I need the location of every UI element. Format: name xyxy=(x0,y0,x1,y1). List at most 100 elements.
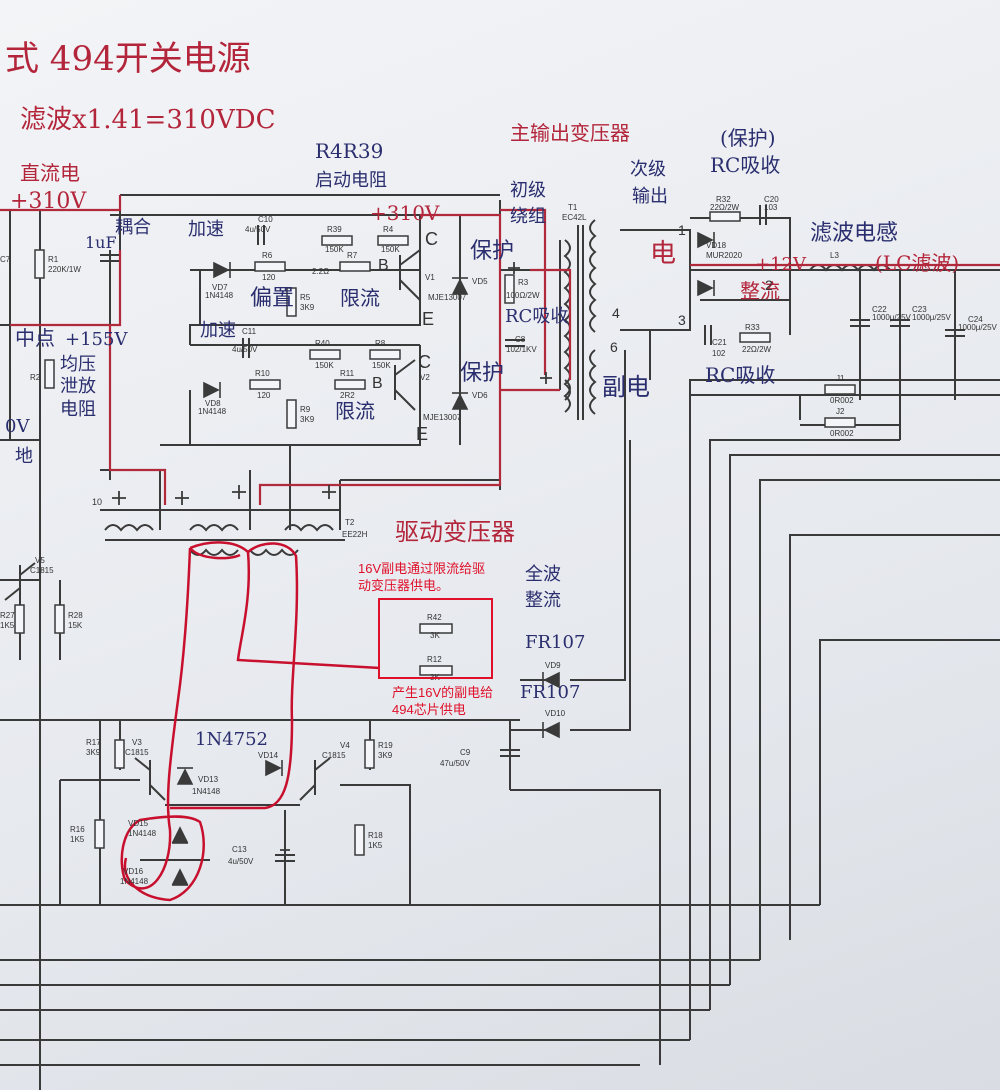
label-c13: C13 xyxy=(232,845,247,854)
lc-filter-label: (LC滤波) xyxy=(875,251,959,275)
v2-collector: C xyxy=(418,352,431,372)
label-t1: T1 xyxy=(568,203,578,212)
label-v5: V5 xyxy=(35,556,45,565)
label-r11v: 2R2 xyxy=(340,391,355,400)
aux-power-label: 副电 xyxy=(602,373,650,401)
highlight-box xyxy=(378,598,493,679)
label-v3: V3 xyxy=(132,738,142,747)
secondary-label: 次级 xyxy=(630,159,666,180)
pin-2: 2 xyxy=(765,277,773,293)
label-r17v: 3K9 xyxy=(86,748,101,757)
label-r16v: 1K5 xyxy=(70,835,85,844)
hand-red-traces xyxy=(0,195,1000,505)
label-r4v: 150K xyxy=(381,245,400,254)
pin-6: 6 xyxy=(610,339,618,355)
v1-emitter: E xyxy=(422,309,434,329)
label-r2: R2 xyxy=(30,373,41,382)
label-t2v: EE22H xyxy=(342,530,368,539)
zener-note-label: 1N4752 xyxy=(195,729,268,750)
speedup-label-2: 加速 xyxy=(200,320,236,341)
label-r39: R39 xyxy=(327,225,342,234)
label-vd15: VD15 xyxy=(128,819,149,828)
label-v4v: C1815 xyxy=(322,751,346,760)
pin-3: 3 xyxy=(678,312,686,328)
transistors xyxy=(4,249,421,801)
startup-resistor-title: R4R39 xyxy=(315,139,383,163)
wiring xyxy=(0,194,1000,1090)
label-c24: C24 xyxy=(968,315,983,324)
label-vd5: VD5 xyxy=(472,277,488,286)
cap-note-label: 1uF xyxy=(85,233,117,252)
component-labels: C10 4u/50V R39 150K R4 150K R6 120 R7 2.… xyxy=(0,195,998,886)
v2-emitter: E xyxy=(416,424,428,444)
label-c8v: 102/1KV xyxy=(506,345,537,354)
label-r27: R27 xyxy=(0,611,15,620)
label-t2: T2 xyxy=(345,518,355,527)
t2-drive-transformer xyxy=(104,524,345,556)
label-c23: C23 xyxy=(912,305,927,314)
label-r32v: 22Ω/2W xyxy=(710,203,740,212)
polarity-marks xyxy=(112,262,552,855)
v155-label: +155V xyxy=(65,329,128,350)
headings: 式 494开关电源 滤波x1.41=310VDC 直流电 +310V R4R39… xyxy=(5,39,959,750)
rectify-label: 整流 xyxy=(740,279,780,303)
label-r28: R28 xyxy=(68,611,83,620)
label-r7v: 2.2Ω xyxy=(312,267,329,276)
label-j2: J2 xyxy=(836,407,845,416)
protect-bottom-label: 保护 xyxy=(460,361,504,386)
label-vd13: VD13 xyxy=(198,775,219,784)
pin-4: 4 xyxy=(612,305,620,321)
label-r42: R42 xyxy=(427,613,442,622)
label-r40: R40 xyxy=(315,339,330,348)
label-vd18v: MUR2020 xyxy=(706,251,743,260)
fr107-a-label: FR107 xyxy=(525,632,585,653)
label-vd16: VD16 xyxy=(123,867,144,876)
label-r3: R3 xyxy=(518,278,529,287)
full-wave-label: 全波 xyxy=(525,564,561,585)
label-c9: C9 xyxy=(460,748,471,757)
label-vd8: VD8 xyxy=(205,399,221,408)
bleed-label: 泄放 xyxy=(60,376,96,397)
formula-text: 滤波x1.41=310VDC xyxy=(20,105,275,135)
label-j2v: 0R002 xyxy=(830,429,854,438)
limit-label-1: 限流 xyxy=(340,286,380,310)
power-label: 电 xyxy=(650,239,676,269)
label-c21v: 102 xyxy=(712,349,726,358)
label-c10v: 4u/50V xyxy=(245,225,271,234)
startup-resistor-sub: 启动电阻 xyxy=(315,170,387,191)
label-c20v: 103 xyxy=(764,203,778,212)
label-r11: R11 xyxy=(340,369,355,378)
label-r3v: 100Ω/2W xyxy=(506,291,540,300)
balance-label: 均压 xyxy=(60,354,96,375)
midpoint-label: 中点 xyxy=(15,326,55,350)
v1-base: B xyxy=(378,257,389,274)
label-r7: R7 xyxy=(347,251,358,260)
pin-1: 1 xyxy=(678,222,686,238)
annotation-bottom: 产生16V的副电给494芯片供电 xyxy=(392,685,494,717)
v2-base: B xyxy=(372,375,383,392)
coupling-label: 耦合 xyxy=(115,217,151,238)
label-r8v: 150K xyxy=(372,361,391,370)
winding-label: 绕组 xyxy=(510,206,546,227)
label-r1v: 220K/1W xyxy=(48,265,81,274)
rc-absorb-top-label: RC吸收 xyxy=(710,153,780,177)
rectify2-label: 整流 xyxy=(525,590,561,611)
label-v5v: C1815 xyxy=(30,566,54,575)
label-r9: R9 xyxy=(300,405,311,414)
t1-transformer xyxy=(563,219,597,420)
label-r9v: 3K9 xyxy=(300,415,315,424)
label-v4: V4 xyxy=(340,741,350,750)
label-c9v: 47u/50V xyxy=(440,759,470,768)
label-r6: R6 xyxy=(262,251,273,260)
label-vd13v: 1N4148 xyxy=(192,787,221,796)
label-r12: R12 xyxy=(427,655,442,664)
label-r40v: 150K xyxy=(315,361,334,370)
main-transformer-label: 主输出变压器 xyxy=(510,121,630,145)
plus12v-label: +12V xyxy=(755,254,807,275)
label-c13v: 4u/50V xyxy=(228,857,254,866)
annotation-top: 16V副电通过限流给驱动变压器供电。 xyxy=(358,561,486,593)
title-text: 式 494开关电源 xyxy=(5,39,251,79)
rc-absorb-bottom-label: RC吸收 xyxy=(705,363,775,387)
